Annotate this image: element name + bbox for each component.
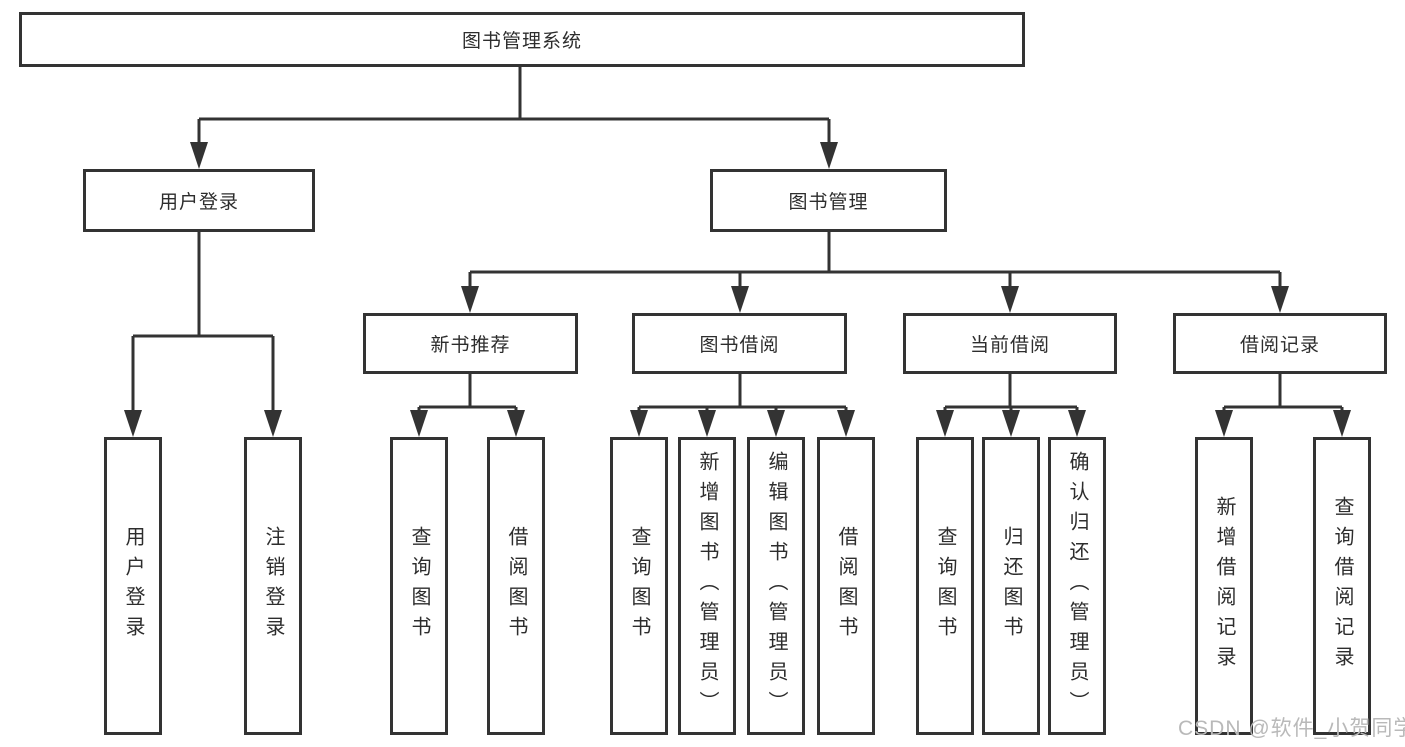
leaf-query-books-recommend-label: 查询图书 (408, 526, 430, 646)
leaf-borrow-books-borrowing: 借阅图书 (817, 437, 875, 735)
node-book-borrowing: 图书借阅 (632, 313, 847, 374)
leaf-return-books-label: 归还图书 (1000, 526, 1022, 646)
node-current-borrowing: 当前借阅 (903, 313, 1117, 374)
leaf-add-books-admin-label: 新增图书（管理员） (696, 451, 718, 721)
csdn-watermark: CSDN @软件_小贺同学 (1178, 717, 1405, 740)
node-book-management: 图书管理 (710, 169, 947, 232)
node-book-borrowing-label: 图书借阅 (699, 335, 780, 356)
node-new-book-recommend-label: 新书推荐 (430, 335, 511, 356)
leaf-confirm-return-admin: 确认归还（管理员） (1048, 437, 1106, 735)
leaf-borrow-books-recommend: 借阅图书 (487, 437, 545, 735)
node-borrowing-records: 借阅记录 (1173, 313, 1387, 374)
leaf-query-books-borrowing-label: 查询图书 (628, 526, 650, 646)
leaf-confirm-return-admin-label: 确认归还（管理员） (1066, 451, 1088, 721)
node-root-label: 图书管理系统 (461, 31, 582, 52)
leaf-user-login: 用户登录 (104, 437, 162, 735)
node-user-login: 用户登录 (83, 169, 315, 232)
leaf-logout: 注销登录 (244, 437, 302, 735)
node-user-login-label: 用户登录 (158, 192, 239, 213)
leaf-logout-label: 注销登录 (262, 526, 284, 646)
leaf-query-books-current: 查询图书 (916, 437, 974, 735)
leaf-query-borrow-record: 查询借阅记录 (1313, 437, 1371, 735)
leaf-edit-books-admin: 编辑图书（管理员） (747, 437, 805, 735)
node-root: 图书管理系统 (19, 12, 1025, 67)
leaf-query-books-current-label: 查询图书 (934, 526, 956, 646)
leaf-query-borrow-record-label: 查询借阅记录 (1331, 496, 1353, 676)
node-current-borrowing-label: 当前借阅 (969, 335, 1050, 356)
leaf-return-books: 归还图书 (982, 437, 1040, 735)
leaf-query-books-borrowing: 查询图书 (610, 437, 668, 735)
leaf-add-books-admin: 新增图书（管理员） (678, 437, 736, 735)
leaf-edit-books-admin-label: 编辑图书（管理员） (765, 451, 787, 721)
leaf-borrow-books-recommend-label: 借阅图书 (505, 526, 527, 646)
leaf-query-books-recommend: 查询图书 (390, 437, 448, 735)
node-new-book-recommend: 新书推荐 (363, 313, 578, 374)
leaf-add-borrow-record-label: 新增借阅记录 (1213, 496, 1235, 676)
leaf-borrow-books-borrowing-label: 借阅图书 (835, 526, 857, 646)
node-borrowing-records-label: 借阅记录 (1239, 335, 1320, 356)
leaf-add-borrow-record: 新增借阅记录 (1195, 437, 1253, 735)
node-book-management-label: 图书管理 (788, 192, 869, 213)
leaf-user-login-label: 用户登录 (122, 526, 144, 646)
